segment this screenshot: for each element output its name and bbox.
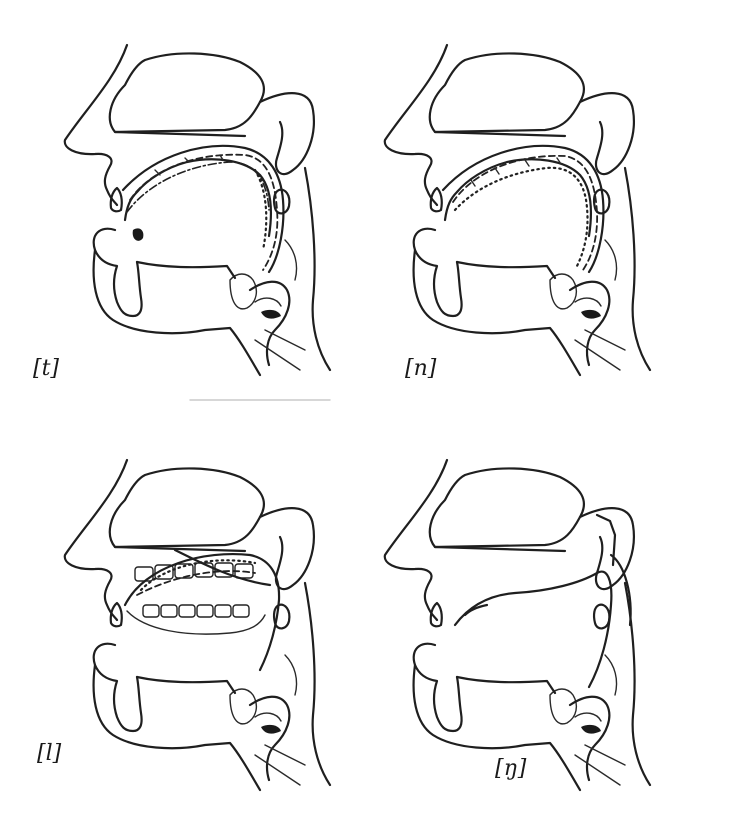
- panel-label-l: [l]: [37, 741, 62, 766]
- panel-label-n: [n]: [405, 356, 437, 381]
- panel-l: [l]: [37, 460, 330, 790]
- panel-n: [n]: [385, 45, 650, 381]
- panel-ng: [ŋ]: [385, 460, 650, 790]
- panel-label-ng: [ŋ]: [495, 756, 527, 781]
- panel-t: [t]: [33, 45, 330, 381]
- lower-teeth-row: [143, 605, 249, 617]
- panel-label-t: [t]: [33, 356, 59, 381]
